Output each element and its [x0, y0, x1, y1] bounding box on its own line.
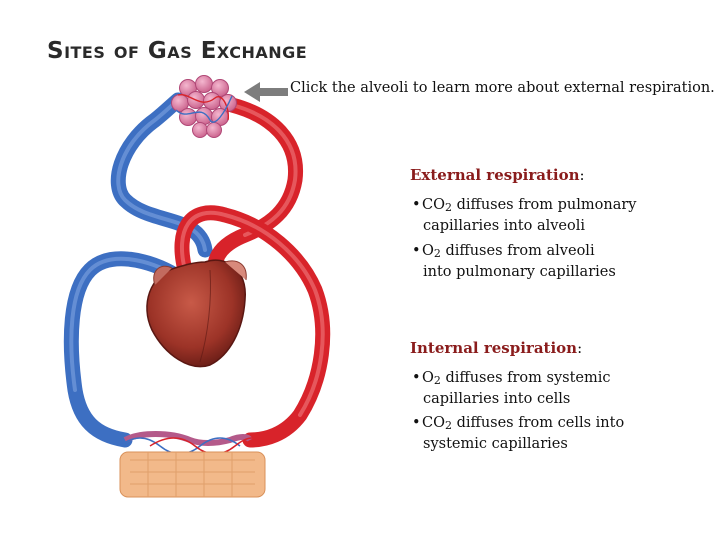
tissue-cells [120, 452, 265, 497]
heart-illustration [147, 260, 246, 366]
alveoli-cluster[interactable] [172, 76, 237, 138]
internal-respiration-heading: Internal respiration: [410, 339, 582, 357]
arrow-left-icon [244, 82, 288, 102]
external-respiration-heading: External respiration: [410, 166, 585, 184]
internal-bullet-o2: •O2 diffuses from systemic capillaries i… [412, 369, 611, 408]
external-bullet-o2: •O2 diffuses from alveoli into pulmonary… [412, 242, 616, 281]
alveoli-hint-text: Click the alveoli to learn more about ex… [290, 80, 715, 96]
internal-bullet-co2: •CO2 diffuses from cells into systemic c… [412, 414, 624, 453]
external-bullet-co2: •CO2 diffuses from pulmonary capillaries… [412, 196, 636, 235]
systemic-capillaries [120, 434, 262, 454]
